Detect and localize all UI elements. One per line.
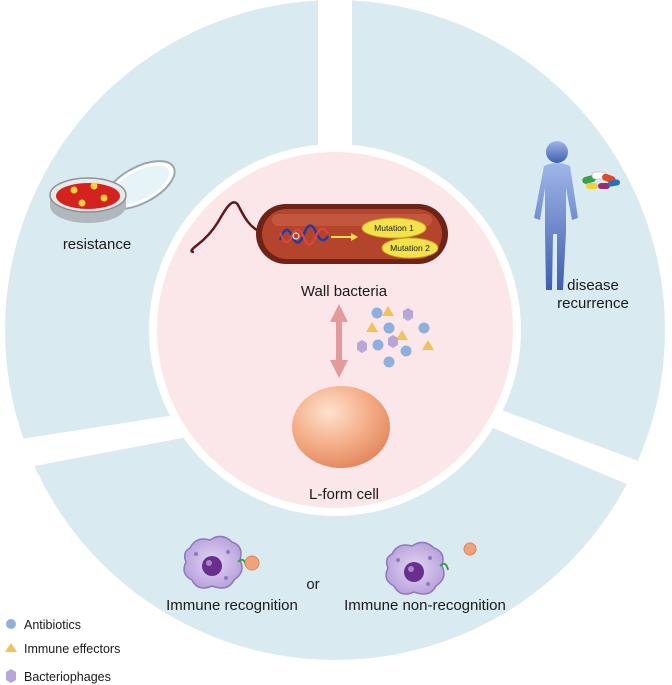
macrophage-icon	[183, 535, 247, 589]
legend: Antibiotics Immune effectors Bacteriopha…	[5, 618, 120, 684]
mutation-2-badge	[381, 237, 439, 259]
or-label: or	[306, 576, 319, 593]
wall-bacteria-label: Wall bacteria	[301, 283, 388, 300]
circle-icon	[6, 619, 16, 629]
lform-cell-small	[244, 555, 260, 571]
double-arrow-icon	[330, 304, 348, 378]
hexagon-icon	[6, 669, 16, 683]
bacteriophage-particles	[357, 308, 413, 353]
segment-dividers	[14, 0, 668, 498]
legend-immune-effectors: Immune effectors	[24, 642, 120, 656]
wall-bacterium	[256, 204, 448, 264]
lform-label: L-form cell	[309, 486, 379, 503]
antibiotic-particles	[371, 307, 430, 368]
immune-non-recognition-label: Immune non-recognition	[344, 597, 506, 614]
dna-strand	[278, 224, 330, 244]
dna-strand-2	[279, 227, 329, 246]
immune-effector-particles	[366, 306, 434, 350]
macrophage-icon-2	[385, 541, 449, 595]
disease-label: disease	[567, 277, 619, 294]
resistance-label: resistance	[63, 236, 131, 253]
recurrence-label: recurrence	[557, 295, 629, 312]
legend-antibiotics: Antibiotics	[24, 618, 81, 632]
triangle-icon	[5, 643, 17, 652]
human-figure-icon	[534, 141, 578, 290]
mutation-1-label: Mutation 1	[374, 223, 414, 233]
lform-cell	[292, 386, 390, 468]
mutation-1-badge	[361, 217, 427, 239]
mutation-2-label: Mutation 2	[390, 243, 430, 253]
petri-dish-icon	[49, 160, 176, 223]
lform-cell-free	[463, 542, 477, 556]
immune-recognition-label: Immune recognition	[166, 597, 298, 614]
flagellum	[190, 201, 264, 254]
pills-icon	[582, 171, 620, 189]
legend-bacteriophages: Bacteriophages	[24, 670, 111, 684]
